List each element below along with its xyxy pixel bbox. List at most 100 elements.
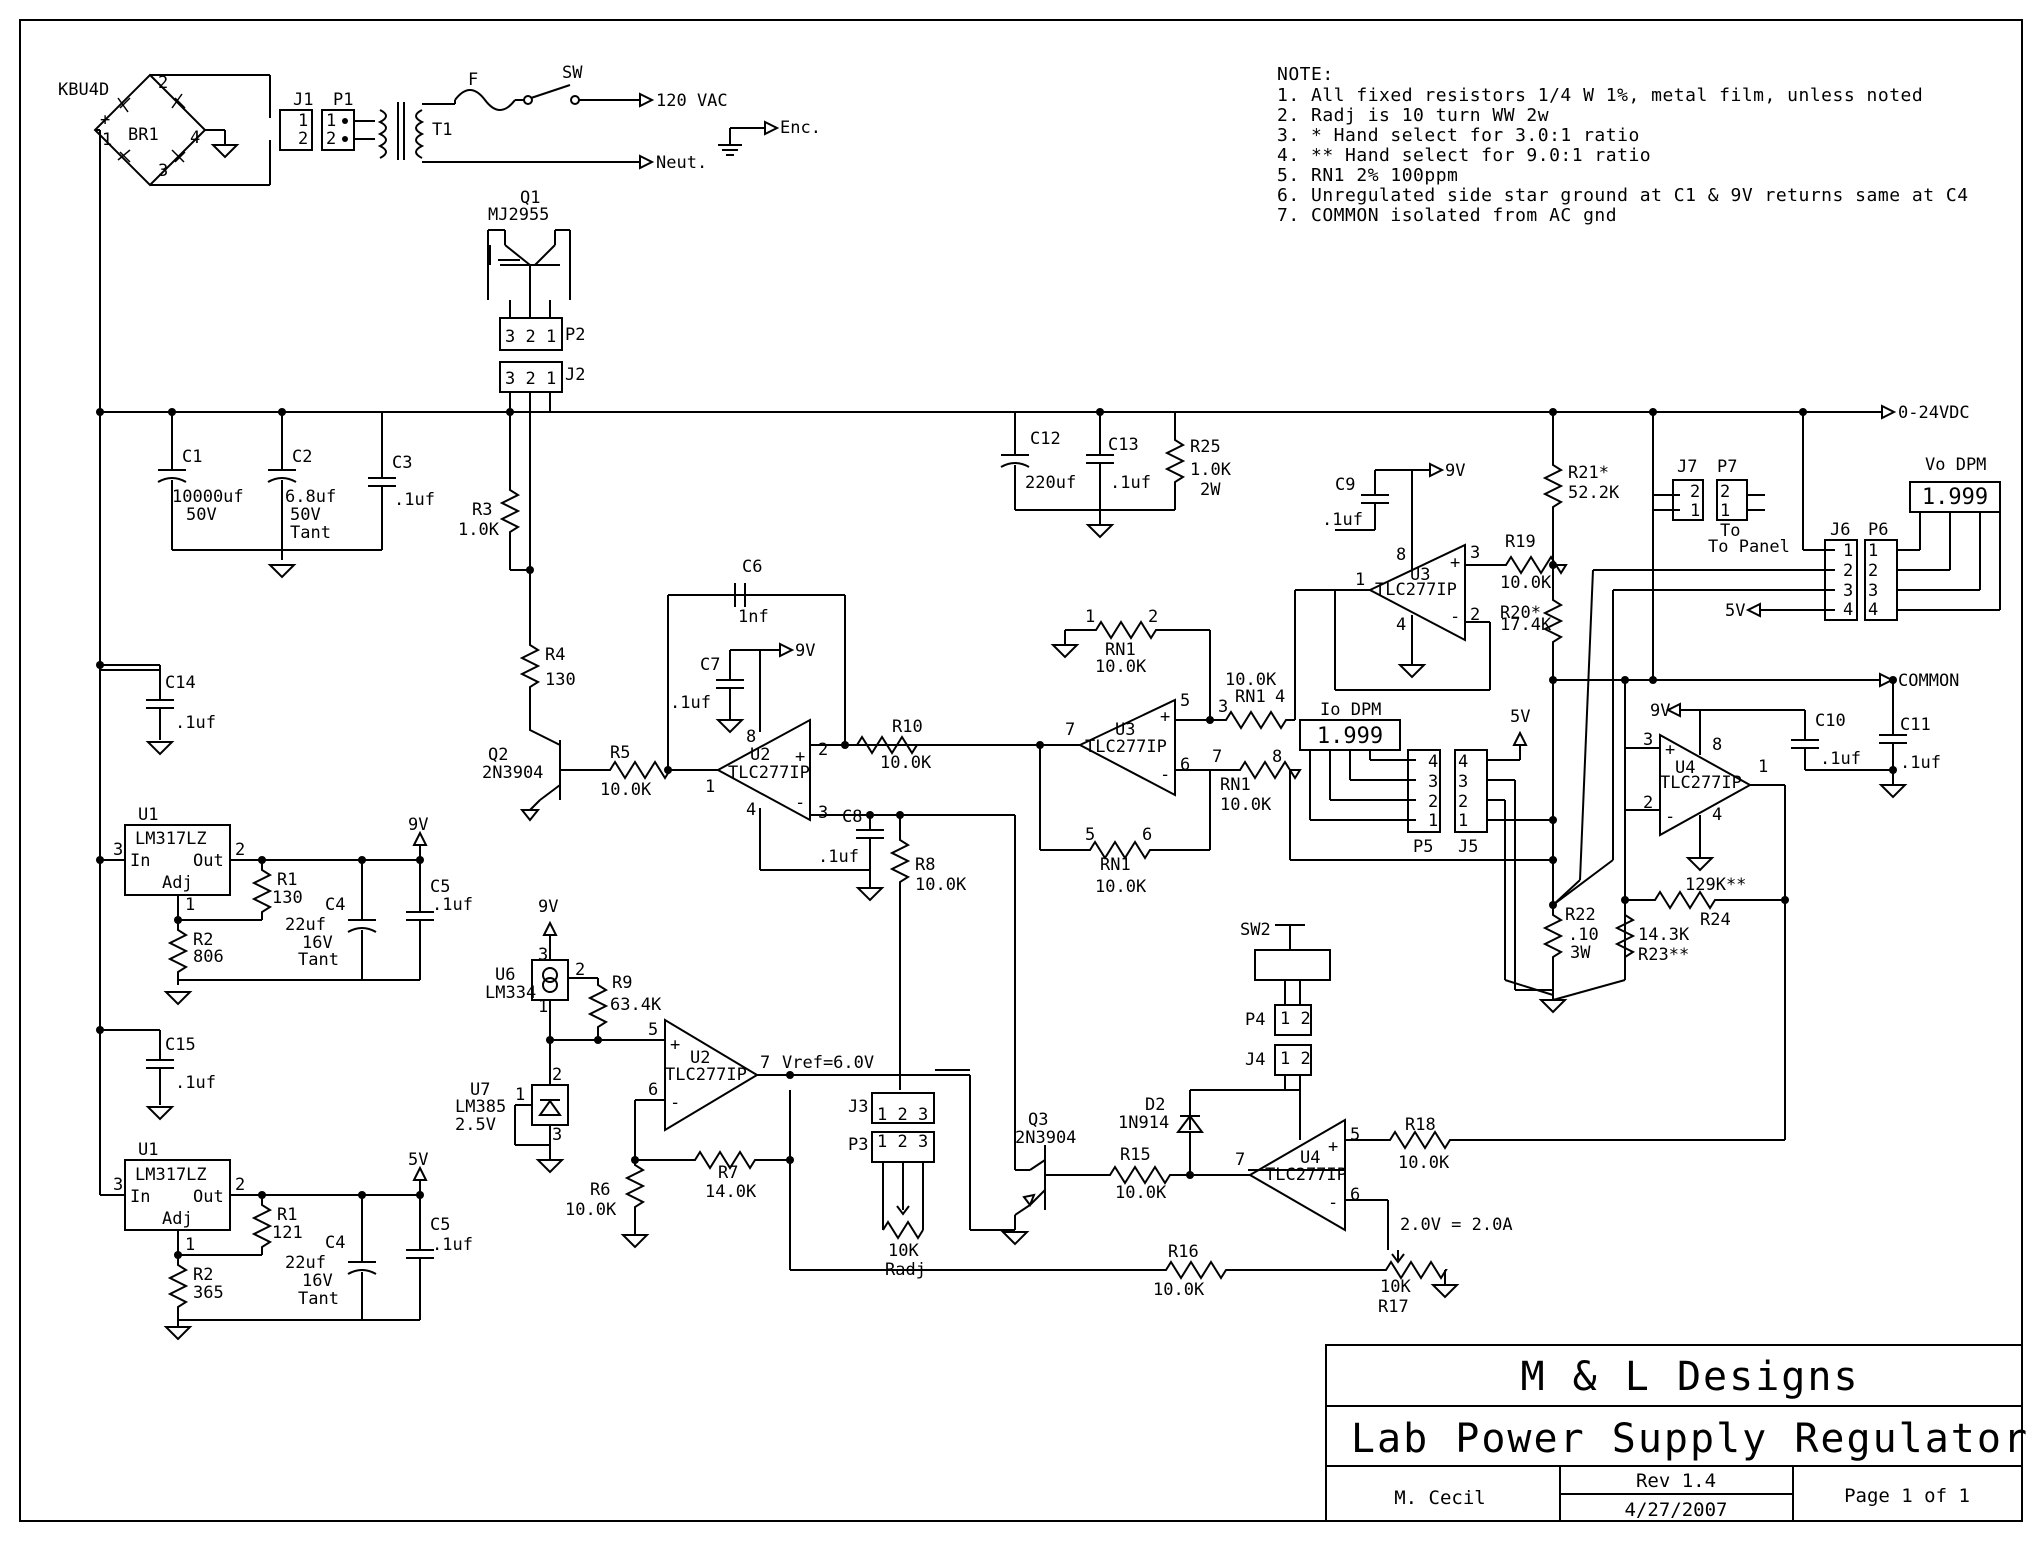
u1a-ref: U1: [138, 805, 158, 825]
c5a-value: .1uf: [432, 895, 473, 915]
neutral-label: Neut.: [656, 153, 707, 173]
r22-ref: R22: [1565, 905, 1596, 925]
note-4: 4. ** Hand select for 9.0:1 ratio: [1277, 145, 1651, 166]
u7-ref: U7: [470, 1080, 490, 1100]
svg-text:-: -: [1450, 607, 1460, 627]
svg-text:2: 2: [235, 1175, 245, 1195]
u2a-ref: U2: [750, 745, 770, 765]
svg-text:7: 7: [760, 1053, 770, 1073]
svg-text:1: 1: [1458, 811, 1468, 831]
svg-text:1: 1: [298, 111, 308, 131]
svg-text:5: 5: [1085, 825, 1095, 845]
r2a-ref: R2: [193, 930, 213, 950]
svg-text:7: 7: [1235, 1150, 1245, 1170]
c13-ref: C13: [1108, 435, 1139, 455]
r16-ref: R16: [1168, 1242, 1199, 1262]
r21-value: 52.2K: [1568, 483, 1620, 503]
svg-text:1: 1: [1355, 570, 1365, 590]
svg-text:1 2 3: 1 2 3: [877, 1105, 928, 1125]
c7-value: .1uf: [670, 693, 711, 713]
u4a-ref: U4: [1675, 758, 1695, 778]
svg-text:3: 3: [1470, 543, 1480, 563]
svg-text:+: +: [1450, 553, 1460, 573]
c1-ref: C1: [182, 447, 202, 467]
current-limit: U4 TLC277IP + - 7 5 6 R18 10.0K 2.0V = 2…: [1000, 920, 1785, 1250]
svg-text:2: 2: [1690, 482, 1700, 502]
c12-value: 220uf: [1025, 473, 1076, 493]
u3a-part: TLC277IP: [1085, 737, 1167, 757]
u1b-out: Out: [193, 1187, 224, 1207]
q1-ref: Q1: [520, 188, 540, 208]
c4a-value: 22uf: [285, 915, 326, 935]
c2-voltage: 50V: [290, 505, 321, 525]
page-number: Page 1 of 1: [1844, 1485, 1970, 1507]
svg-text:-: -: [1160, 765, 1170, 785]
svg-text:3: 3: [1428, 772, 1438, 792]
p7-label: P7: [1717, 457, 1737, 477]
svg-text:2: 2: [158, 73, 168, 93]
enclosure-label: Enc.: [780, 118, 821, 138]
note-6: 6. Unregulated side star ground at C1 & …: [1277, 185, 1969, 206]
svg-text:4: 4: [1396, 615, 1406, 635]
r22-power: 3W: [1570, 943, 1591, 963]
r19-value: 10.0K: [1500, 573, 1552, 593]
q1-part: MJ2955: [488, 205, 549, 225]
r8-value: 10.0K: [915, 875, 967, 895]
svg-text:2: 2: [1428, 792, 1438, 812]
svg-text:6: 6: [648, 1080, 658, 1100]
reg-5v-label: 5V: [408, 1150, 428, 1170]
r24-ref: R24: [1700, 910, 1731, 930]
r17-value: 10K: [1380, 1277, 1411, 1297]
c2-type: Tant: [290, 523, 331, 543]
r25-ref: R25: [1190, 437, 1221, 457]
svg-text:2: 2: [1843, 561, 1853, 581]
r6-ref: R6: [590, 1180, 610, 1200]
sheet-border: [19, 19, 2023, 1522]
regulator-9v: 3 LM317LZ In Out Adj U1 2 1 R1 130 R2 80…: [96, 661, 473, 1006]
c4b-value: 22uf: [285, 1253, 326, 1273]
svg-text:To: To: [1720, 521, 1740, 541]
r23-ref: R23**: [1638, 945, 1689, 965]
svg-text:-: -: [1665, 807, 1675, 827]
r22-value: .10: [1568, 925, 1599, 945]
j2-label: J2: [565, 365, 585, 385]
svg-text:1: 1: [705, 777, 715, 797]
svg-text:1: 1: [102, 130, 112, 150]
r18-value: 10.0K: [1398, 1153, 1450, 1173]
r20-ref: R20*: [1500, 603, 1541, 623]
r2b-value: 365: [193, 1283, 224, 1303]
u3-sense-amp: U3 TLC277IP + - 7 5 6 5 6 RN1 10.0K 7 8 …: [1039, 589, 1557, 897]
svg-text:7: 7: [1212, 747, 1222, 767]
rn1-78-ref: RN1: [1220, 775, 1251, 795]
note-1: 1. All fixed resistors 1/4 W 1%, metal f…: [1277, 85, 1923, 106]
u4-9v-label: 9V: [1650, 701, 1670, 721]
output-caps: C12 220uf C13 .1uf R25 1.0K 2W: [1000, 412, 1232, 539]
c10-value: .1uf: [1820, 749, 1861, 769]
j5-label: J5: [1458, 837, 1478, 857]
u1a-adj: Adj: [162, 873, 193, 893]
r1a-ref: R1: [277, 870, 297, 890]
svg-text:5: 5: [1180, 691, 1190, 711]
rn1-34-ref: RN1: [1235, 687, 1266, 707]
br1-ref: BR1: [128, 125, 159, 145]
t1-label: T1: [432, 120, 452, 140]
svg-text:-: -: [795, 793, 805, 813]
r16-value: 10.0K: [1153, 1280, 1205, 1300]
c15-ref: C15: [165, 1035, 196, 1055]
j6-label: J6: [1830, 520, 1850, 540]
driver-stage: R3 1.0K R4 130 Q2 2N3904 R5 10.0K: [458, 412, 718, 822]
rn1-12-ref: RN1: [1105, 640, 1136, 660]
svg-text:4: 4: [746, 800, 756, 820]
svg-text:1: 1: [1868, 541, 1878, 561]
u2b-ref: U2: [690, 1048, 710, 1068]
main-rails: 0-24VDC: [96, 130, 1970, 1195]
u6-9v-label: 9V: [538, 897, 558, 917]
r25-power: 2W: [1200, 480, 1221, 500]
radj-label: Radj: [885, 1260, 926, 1280]
q3-ref: Q3: [1028, 1110, 1048, 1130]
c6-ref: C6: [742, 557, 762, 577]
svg-text:3: 3: [158, 161, 168, 181]
svg-text:6: 6: [1350, 1185, 1360, 1205]
r23-value: 14.3K: [1638, 925, 1690, 945]
